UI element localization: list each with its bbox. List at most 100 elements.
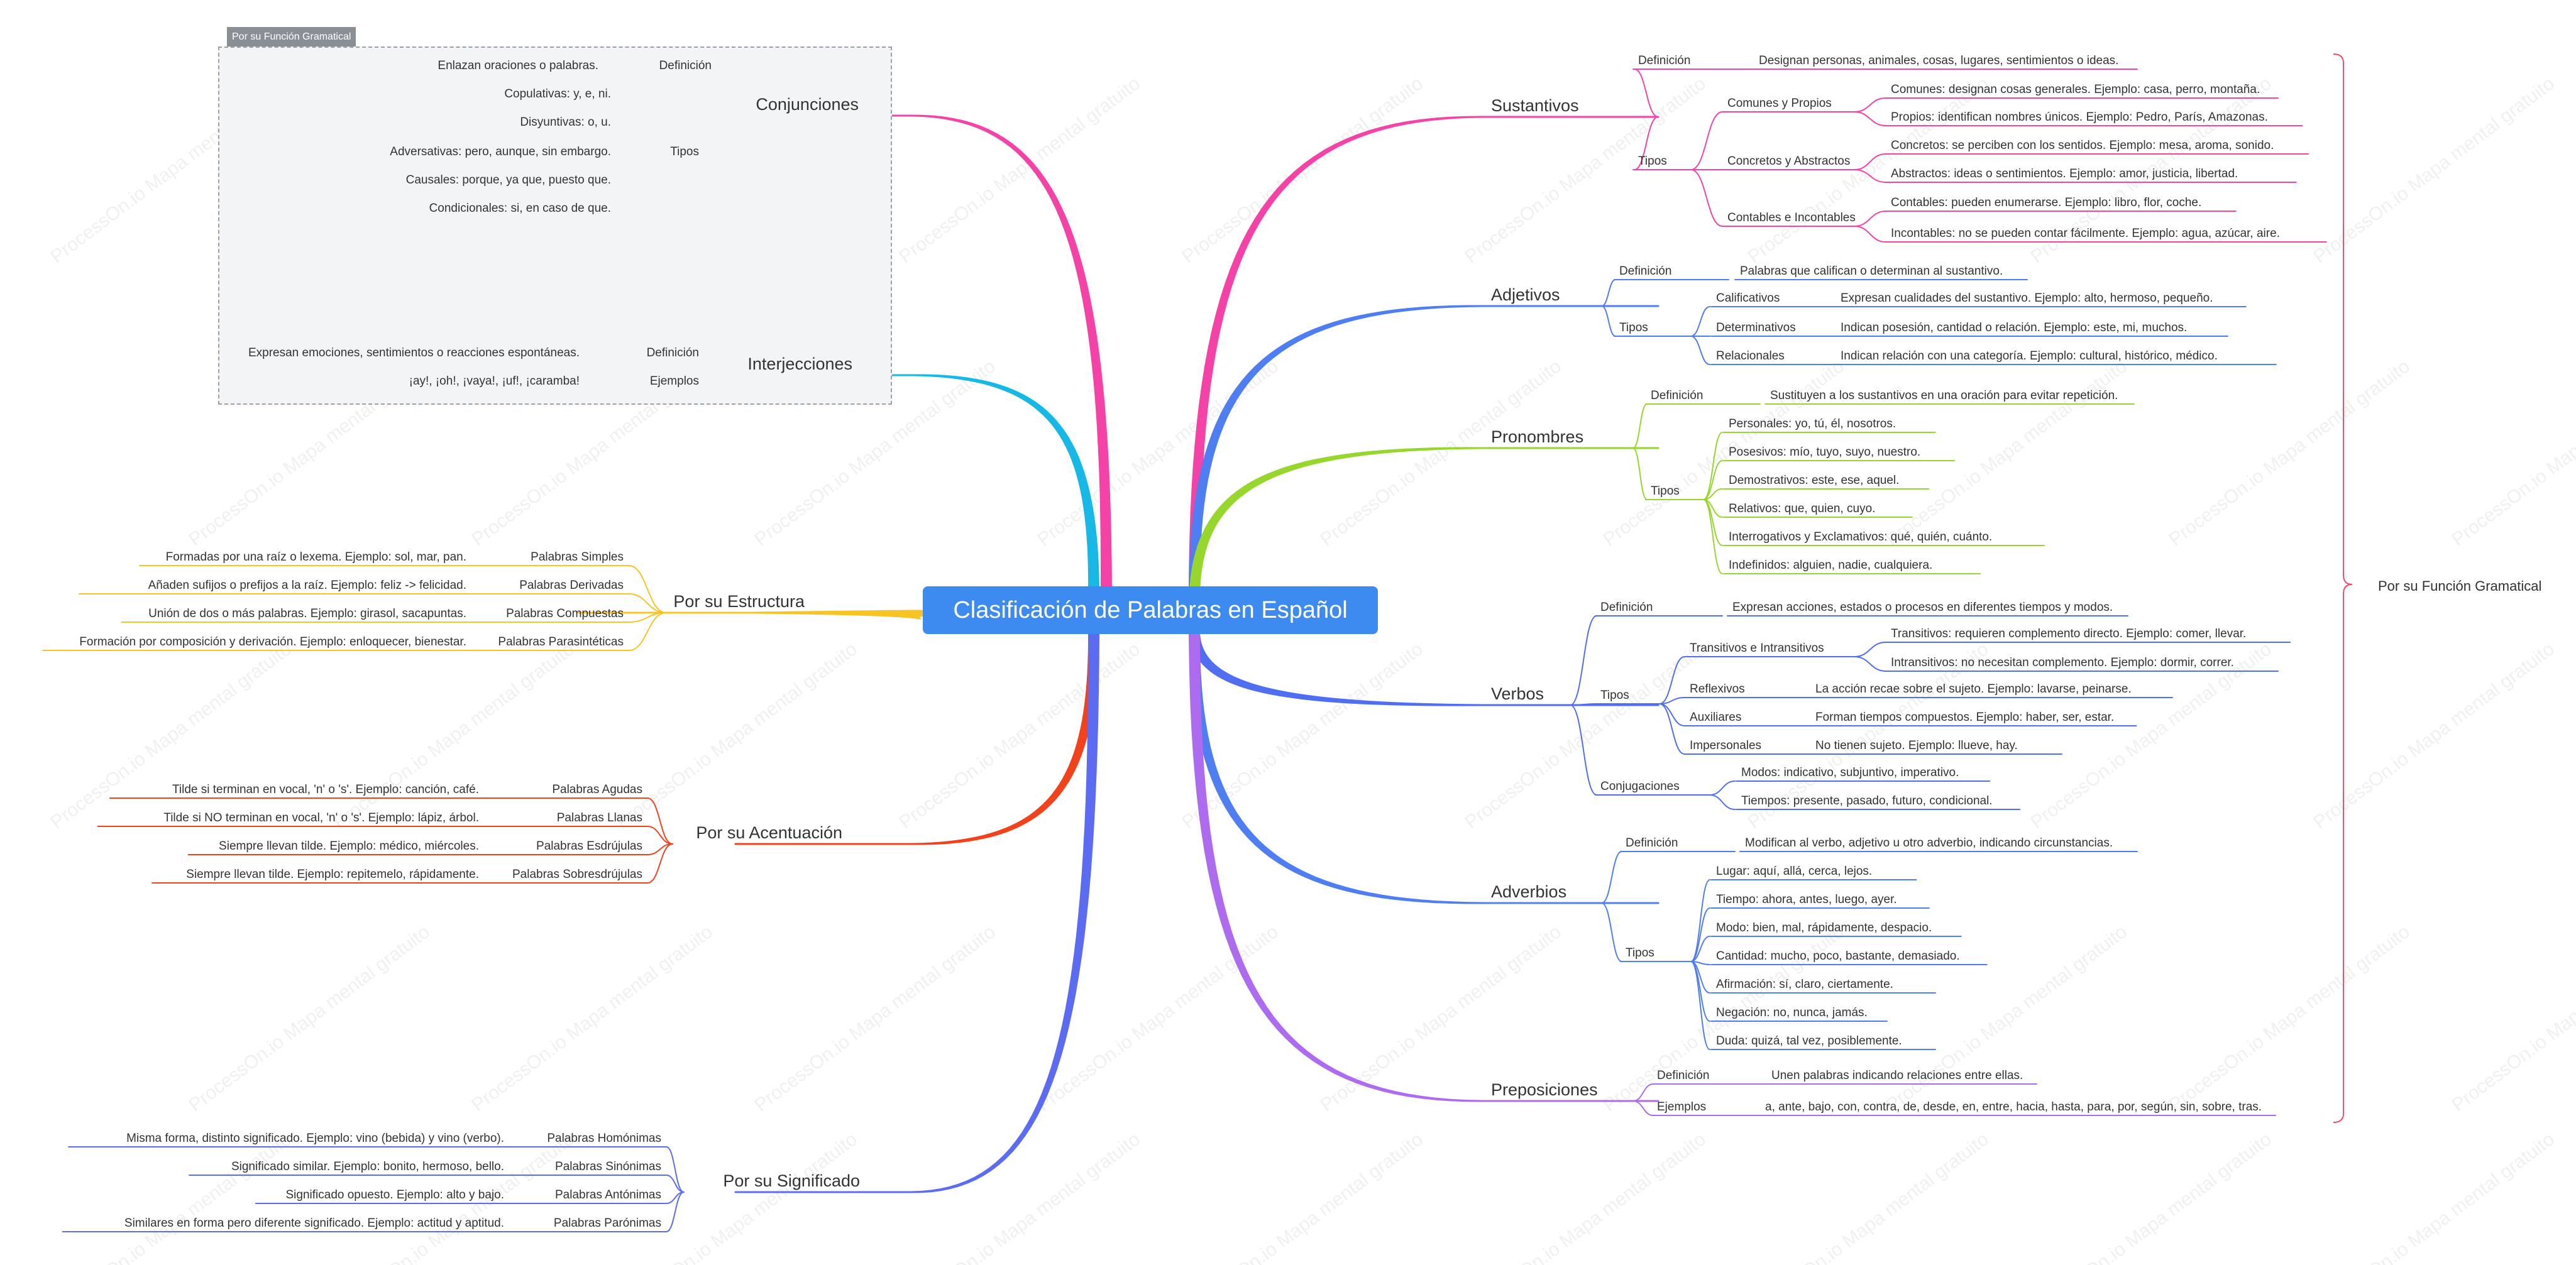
boundary-label[interactable]: Por su Función Gramatical [2378,578,2542,594]
ej-label[interactable]: Ejemplos [649,375,699,388]
item-label[interactable]: Palabras Derivadas [519,579,624,592]
leaf-text[interactable]: Siempre llevan tilde. Ejemplo: repitemel… [186,868,479,881]
leaf-text[interactable]: Formadas por una raíz o lexema. Ejemplo:… [165,550,466,564]
leaf-text[interactable]: Lugar: aquí, allá, cerca, lejos. [1716,865,1873,878]
def-label[interactable]: Definición [1626,836,1678,850]
item-label[interactable]: Palabras Agudas [552,783,642,796]
item-label[interactable]: Impersonales [1690,739,1762,752]
item-label[interactable]: Palabras Compuestas [506,607,624,620]
leaf-text[interactable]: La acción recae sobre el sujeto. Ejemplo… [1815,682,2132,696]
leaf-text[interactable]: Tiempo: ahora, antes, luego, ayer. [1716,893,1897,906]
root-topic[interactable]: Clasificación de Palabras en Español [923,586,1378,634]
leaf-text[interactable]: Copulativas: y, e, ni. [504,87,611,101]
item-label[interactable]: Palabras Homónimas [547,1132,661,1145]
ej-text[interactable]: a, ante, bajo, con, contra, de, desde, e… [1765,1100,2262,1114]
def-label[interactable]: Definición [1651,389,1704,402]
leaf-text[interactable]: Incontables: no se pueden contar fácilme… [1891,227,2280,240]
group-label[interactable]: Concretos y Abstractos [1727,155,1851,168]
group-label[interactable]: Contables e Incontables [1727,211,1856,224]
leaf-text[interactable]: Interrogativos y Exclamativos: qué, quié… [1729,530,1993,544]
leaf-text[interactable]: Personales: yo, tú, él, nosotros. [1729,417,1896,430]
branch-label-sustantivos[interactable]: Sustantivos [1491,96,1579,115]
leaf-text[interactable]: Indican posesión, cantidad o relación. E… [1841,321,2188,334]
item-label[interactable]: Palabras Antónimas [555,1188,661,1202]
tipos-label[interactable]: Tipos [1619,321,1648,334]
leaf-text[interactable]: Posesivos: mío, tuyo, suyo, nuestro. [1729,446,1921,459]
leaf-text[interactable]: Siempre llevan tilde. Ejemplo: médico, m… [219,840,479,853]
leaf-text[interactable]: Negación: no, nunca, jamás. [1716,1006,1868,1019]
leaf-text[interactable]: Disyuntivas: o, u. [520,116,611,129]
leaf-text[interactable]: Formación por composición y derivación. … [79,635,466,649]
item-label[interactable]: Determinativos [1716,321,1796,334]
branch-label-significado[interactable]: Por su Significado [723,1171,860,1190]
leaf-text[interactable]: Significado opuesto. Ejemplo: alto y baj… [285,1188,505,1202]
branch-label-preposiciones[interactable]: Preposiciones [1491,1080,1598,1099]
leaf-text[interactable]: Unión de dos o más palabras. Ejemplo: gi… [148,607,466,620]
leaf-text[interactable]: Forman tiempos compuestos. Ejemplo: habe… [1815,711,2115,724]
def-label[interactable]: Definición [646,346,699,359]
leaf-text[interactable]: Causales: porque, ya que, puesto que. [405,173,611,187]
def-label[interactable]: Definición [1638,54,1691,67]
item-label[interactable]: Palabras Sinónimas [555,1160,661,1173]
tipos-label[interactable]: Tipos [1600,689,1629,702]
leaf-text[interactable]: Tiempos: presente, pasado, futuro, condi… [1741,794,1993,808]
branch-label-verbos[interactable]: Verbos [1491,684,1544,703]
item-label[interactable]: Auxiliares [1690,711,1742,724]
leaf-text[interactable]: Propios: identifican nombres únicos. Eje… [1891,111,2268,124]
item-label[interactable]: Palabras Parónimas [553,1217,661,1230]
branch-label-interjecciones[interactable]: Interjecciones [747,354,852,373]
branch-label-estructura[interactable]: Por su Estructura [673,592,805,611]
item-label[interactable]: Palabras Sobresdrújulas [512,868,642,881]
ej-label[interactable]: Ejemplos [1657,1100,1707,1114]
item-label[interactable]: Reflexivos [1690,682,1745,696]
leaf-text[interactable]: Expresan cualidades del sustantivo. Ejem… [1841,292,2213,305]
leaf-text[interactable]: Relativos: que, quien, cuyo. [1729,502,1876,515]
def-text[interactable]: Unen palabras indicando relaciones entre… [1771,1069,2023,1082]
leaf-text[interactable]: Tilde si NO terminan en vocal, 'n' o 's'… [163,811,479,824]
branch-label-adverbios[interactable]: Adverbios [1491,882,1567,901]
tipos-label[interactable]: Tipos [1651,485,1680,498]
item-label[interactable]: Relacionales [1716,349,1785,363]
group-label[interactable]: Conjugaciones [1600,780,1680,793]
leaf-text[interactable]: Abstractos: ideas o sentimientos. Ejempl… [1891,167,2238,180]
ej-text[interactable]: ¡ay!, ¡oh!, ¡vaya!, ¡uf!, ¡caramba! [409,375,580,388]
leaf-text[interactable]: Cantidad: mucho, poco, bastante, demasia… [1716,950,1960,963]
leaf-text[interactable]: Modos: indicativo, subjuntivo, imperativ… [1741,766,1959,779]
def-label[interactable]: Definición [659,59,712,72]
def-label[interactable]: Definición [1600,601,1653,614]
branch-label-pronombres[interactable]: Pronombres [1491,427,1584,446]
def-text[interactable]: Expresan emociones, sentimientos o reacc… [248,346,580,359]
item-label[interactable]: Palabras Simples [531,550,624,564]
leaf-text[interactable]: Afirmación: sí, claro, ciertamente. [1716,978,1893,991]
def-text[interactable]: Enlazan oraciones o palabras. [438,59,598,72]
leaf-text[interactable]: Similares en forma pero diferente signif… [124,1217,504,1230]
tipos-label[interactable]: Tipos [1626,946,1654,960]
branch-label-acentuacion[interactable]: Por su Acentuación [696,823,842,842]
leaf-text[interactable]: Transitivos: requieren complemento direc… [1891,627,2247,640]
item-label[interactable]: Palabras Esdrújulas [536,840,642,853]
item-label[interactable]: Palabras Llanas [556,811,642,824]
group-label[interactable]: Comunes y Propios [1727,97,1832,110]
leaf-text[interactable]: No tienen sujeto. Ejemplo: llueve, hay. [1815,739,2018,752]
leaf-text[interactable]: Demostrativos: este, ese, aquel. [1729,474,1900,487]
branch-label-conjunciones[interactable]: Conjunciones [756,95,859,114]
branch-label-adjetivos[interactable]: Adjetivos [1491,285,1560,304]
def-label[interactable]: Definición [1619,265,1672,278]
leaf-text[interactable]: Modo: bien, mal, rápidamente, despacio. [1716,921,1932,934]
leaf-text[interactable]: Adversativas: pero, aunque, sin embargo. [390,145,611,158]
def-text[interactable]: Expresan acciones, estados o procesos en… [1732,601,2113,614]
leaf-text[interactable]: Contables: pueden enumerarse. Ejemplo: l… [1891,196,2202,209]
leaf-text[interactable]: Añaden sufijos o prefijos a la raíz. Eje… [148,579,466,592]
def-text[interactable]: Palabras que califican o determinan al s… [1740,265,2003,278]
def-text[interactable]: Modifican al verbo, adjetivo u otro adve… [1745,836,2113,850]
tipos-label[interactable]: Tipos [1638,155,1667,168]
leaf-text[interactable]: Condicionales: si, en caso de que. [429,202,611,215]
leaf-text[interactable]: Significado similar. Ejemplo: bonito, he… [231,1160,504,1173]
leaf-text[interactable]: Comunes: designan cosas generales. Ejemp… [1891,83,2260,96]
def-text[interactable]: Sustituyen a los sustantivos en una orac… [1770,389,2118,402]
tipos-label[interactable]: Tipos [670,145,699,158]
group-label[interactable]: Transitivos e Intransitivos [1690,642,1824,655]
leaf-text[interactable]: Indican relación con una categoría. Ejem… [1841,349,2218,363]
leaf-text[interactable]: Duda: quizá, tal vez, posiblemente. [1716,1034,1902,1048]
leaf-text[interactable]: Intransitivos: no necesitan complemento.… [1891,656,2234,669]
